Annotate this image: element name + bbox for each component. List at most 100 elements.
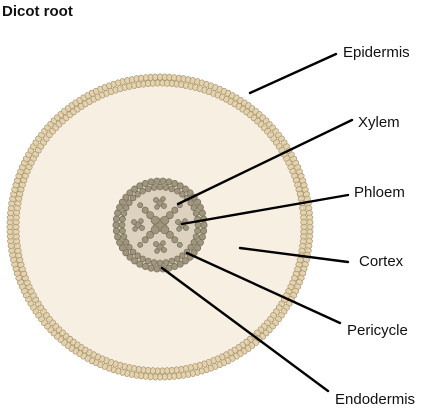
epidermis-leader-line: [248, 52, 338, 95]
pericycle-ring: [112, 177, 208, 273]
pericycle-cell: [120, 210, 128, 217]
pericycle-cell: [156, 183, 164, 191]
epidermis-cell: [159, 367, 166, 375]
pericycle-leader-line: [185, 251, 342, 325]
pericycle-cell: [194, 221, 202, 229]
phloem-cell: [183, 225, 189, 231]
pericycle-cell: [156, 259, 164, 267]
xylem-cell: [150, 225, 160, 235]
xylem-cell: [160, 225, 170, 235]
endodermis-leader-line: [160, 266, 330, 393]
pericycle-cell: [168, 257, 175, 265]
label-phloem: Phloem: [354, 184, 405, 201]
xylem-cell: [141, 236, 149, 244]
xylem-cell: [137, 241, 144, 248]
xylem-cell: [146, 211, 154, 219]
label-endodermis: Endodermis: [335, 391, 415, 408]
pericycle-cell: [153, 265, 161, 273]
pericycle-cell: [190, 204, 198, 211]
xylem-cell: [141, 206, 149, 214]
label-xylem: Xylem: [358, 114, 400, 131]
pericycle-cell: [192, 210, 200, 217]
epidermis-cell: [12, 224, 20, 230]
epidermis-cell: [300, 224, 308, 230]
label-cortex: Cortex: [359, 253, 404, 270]
xylem-cell: [160, 215, 170, 225]
pericycle-cell: [159, 177, 167, 185]
phloem-cell: [160, 240, 166, 246]
xylem-cell: [165, 230, 174, 239]
epidermis-cell: [306, 219, 314, 226]
pericycle-cell: [112, 221, 120, 229]
phloem-leader-line: [180, 193, 350, 226]
xylem-cell: [171, 236, 179, 244]
pericycle-cell: [150, 184, 158, 191]
xylem-cell: [150, 215, 160, 225]
pericycle-cell: [145, 257, 152, 265]
xylem-cell: [146, 230, 154, 239]
pericycle-cell: [122, 239, 130, 246]
pericycle-cell: [153, 177, 161, 185]
diagram-title: Dicot root: [2, 3, 73, 20]
xylem-leader-line: [176, 118, 354, 206]
pericycle-cell: [174, 187, 181, 195]
pericycle-cell: [190, 239, 198, 246]
pericycle-cell: [200, 221, 208, 229]
cortex-leader-line: [238, 246, 350, 264]
xylem-cell: [165, 211, 174, 219]
pericycle-cell: [192, 233, 200, 240]
label-pericycle: Pericycle: [347, 322, 408, 339]
phloem-cell: [153, 197, 159, 203]
pericycle-cell: [200, 227, 208, 235]
pericycle-cell: [119, 215, 126, 223]
phloem-cell: [138, 218, 144, 224]
label-epidermis: Epidermis: [343, 44, 410, 61]
epidermis-ring: [6, 73, 314, 381]
pericycle-cell: [120, 233, 128, 240]
phloem-cell: [161, 203, 167, 209]
pericycle-cell: [179, 191, 186, 198]
phloem-cell: [161, 247, 167, 253]
pericycle-cell: [168, 185, 175, 193]
phloem-cell: [160, 196, 166, 202]
pericycle-cell: [162, 184, 170, 191]
pericycle-cell: [126, 199, 133, 206]
pericycle-cell: [129, 248, 137, 256]
xylem-cell: [137, 202, 144, 209]
pericycle-cell: [194, 227, 201, 235]
pericycle-cell: [118, 221, 126, 229]
pericycle-cell: [139, 255, 146, 263]
pericycle-cell: [150, 259, 158, 266]
pericycle-cell: [134, 191, 141, 198]
vascular-bundle: [131, 196, 189, 254]
pericycle-cell: [145, 185, 152, 193]
pericycle-cell: [187, 244, 194, 251]
phloem-cell: [153, 241, 159, 247]
phloem-cell: [154, 248, 160, 254]
pericycle-cell: [179, 252, 186, 259]
epidermis-cell: [154, 79, 161, 87]
xylem-cell: [176, 241, 183, 248]
pericycle-cell: [134, 252, 141, 259]
pericycle-cell: [174, 255, 181, 263]
pericycle-cell: [187, 199, 194, 206]
pericycle-cell: [139, 187, 146, 195]
phloem-cell: [131, 219, 137, 225]
pericycle-cell: [162, 259, 170, 266]
pericycle-cell: [129, 194, 137, 202]
phloem-cell: [175, 219, 181, 225]
phloem-cell: [139, 225, 145, 231]
phloem-cell: [176, 226, 182, 232]
pericycle-cell: [126, 244, 133, 251]
pericycle-cell: [112, 227, 120, 235]
pericycle-cell: [119, 227, 126, 235]
pericycle-cell: [122, 204, 130, 211]
phloem-cell: [132, 226, 138, 232]
phloem-cell: [154, 204, 160, 210]
epidermis-cell: [12, 228, 20, 235]
pericycle-cell: [112, 215, 120, 223]
epidermis-cell: [300, 219, 308, 226]
xylem-cell: [171, 206, 179, 214]
